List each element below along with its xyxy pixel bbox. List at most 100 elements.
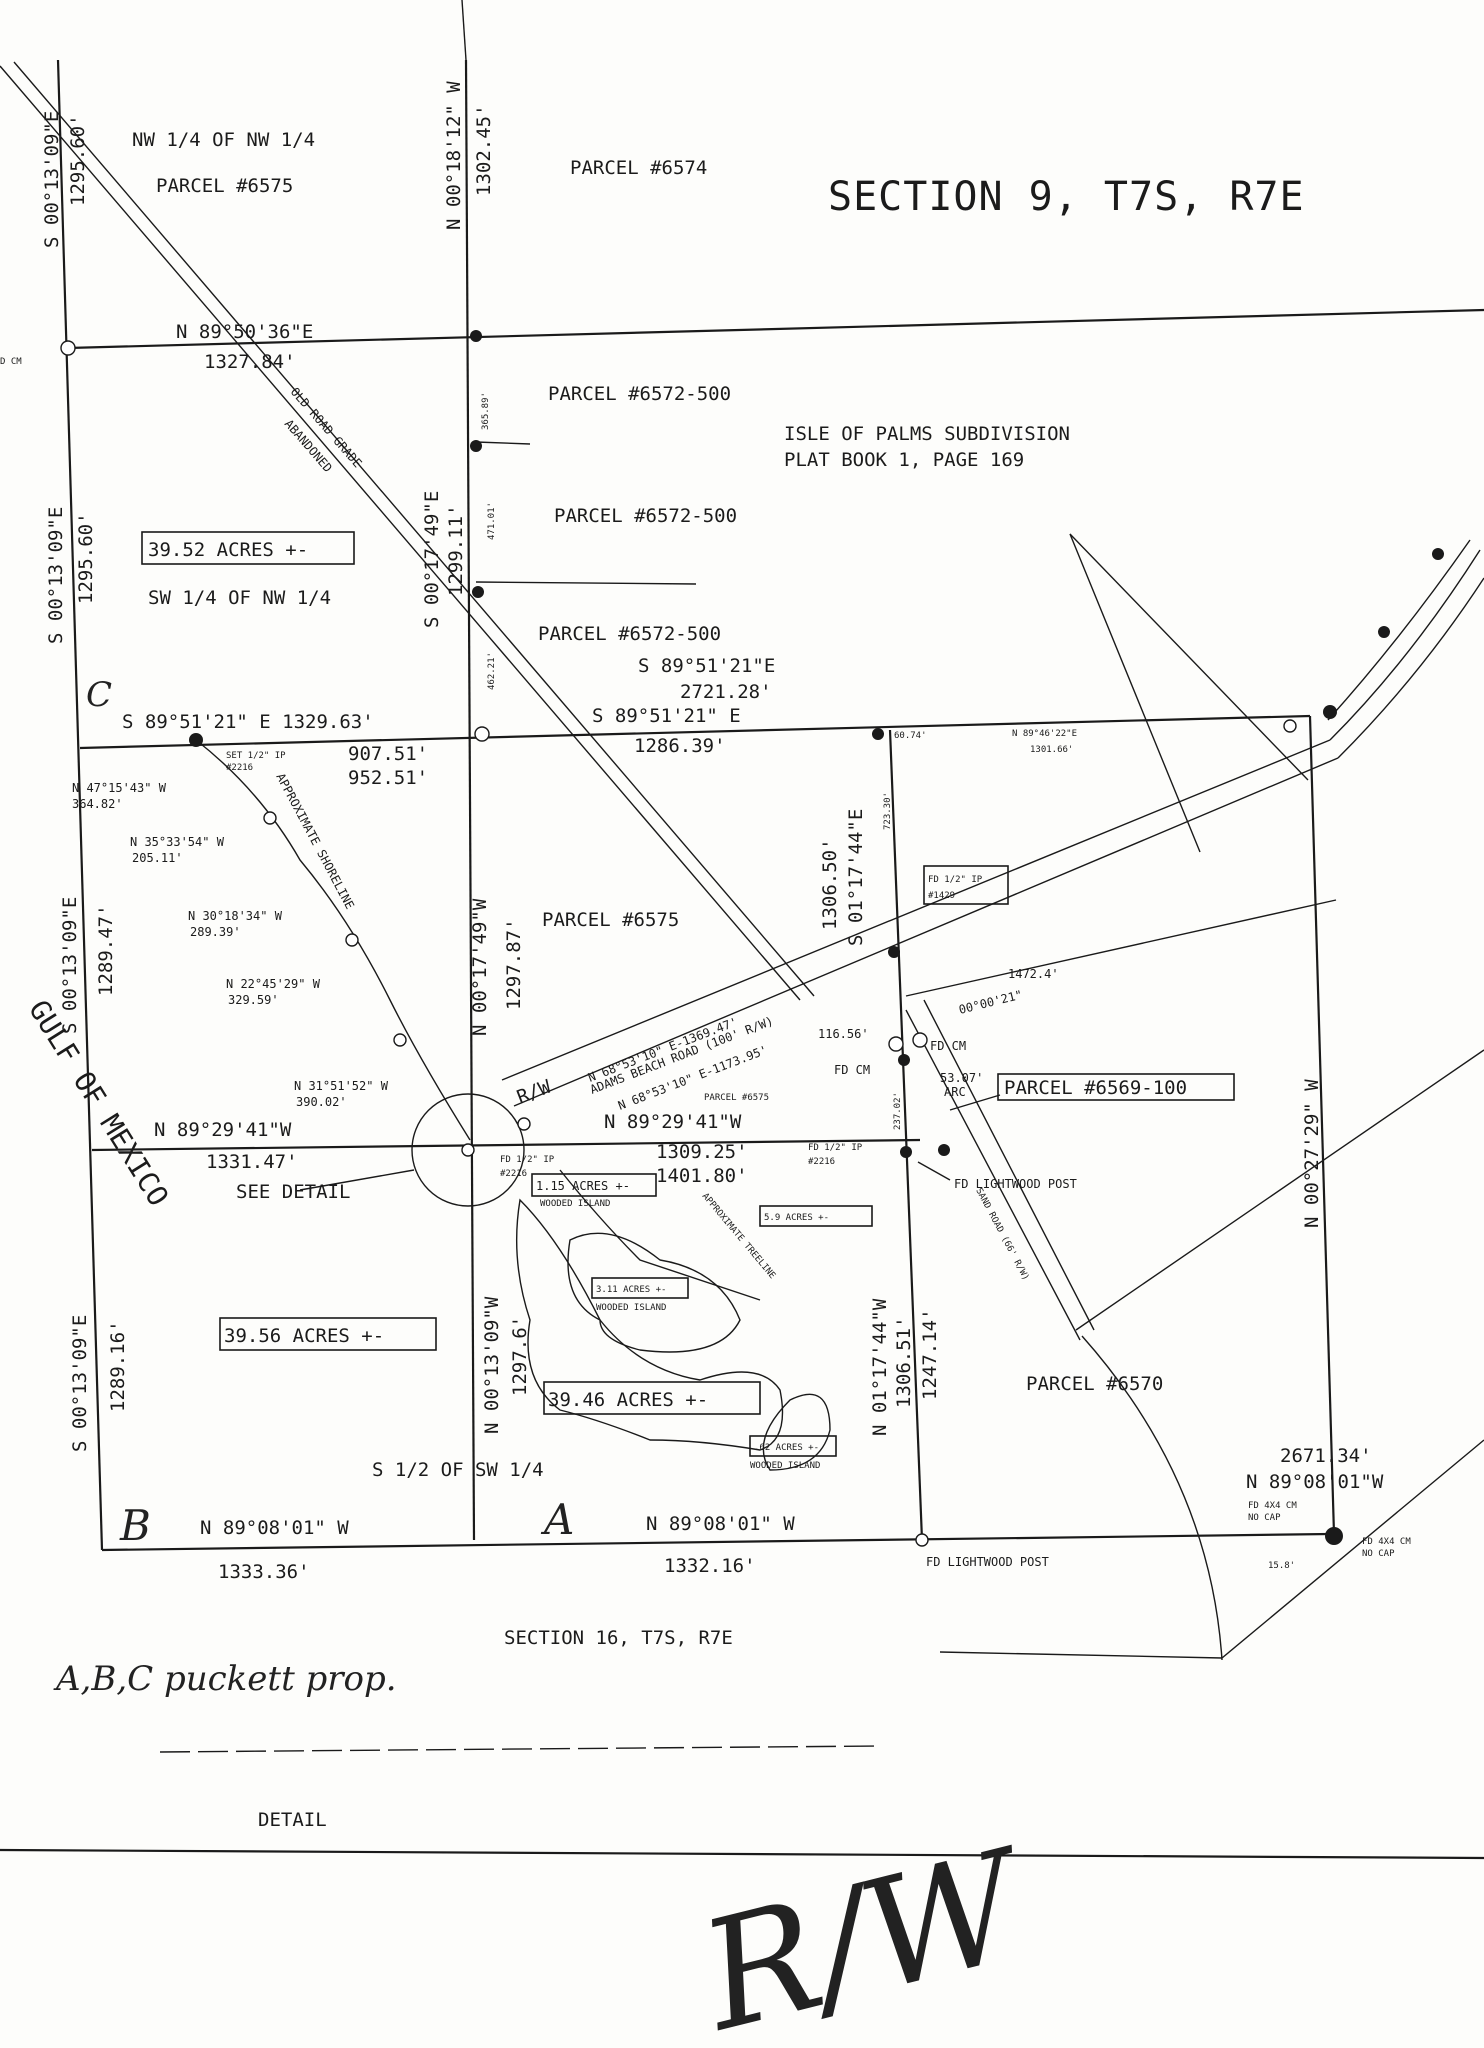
sand-road-south-edge xyxy=(1221,1439,1484,1659)
parcel-6572-b: PARCEL #6572-500 xyxy=(554,505,737,527)
parcel-6574: PARCEL #6574 xyxy=(570,157,707,179)
distance-907: 907.51' xyxy=(348,743,428,765)
monument-ne-3 xyxy=(1378,626,1390,638)
bearing-7-dist: 1286.39' xyxy=(634,735,726,757)
bearing-7: S 89°51'21" E xyxy=(592,705,741,727)
north-sixteenth-line xyxy=(67,308,1484,350)
bearing-16-dist: 1289.47' xyxy=(95,904,117,996)
adams-road-curve-3 xyxy=(1327,539,1471,721)
see-detail-leader xyxy=(299,1169,415,1191)
monument-label-fd-cm-1: FD CM xyxy=(834,1063,870,1077)
bearing-2: N 00°18'12" W xyxy=(443,81,465,230)
monument-label-fd-ip-2-no: #2216 xyxy=(500,1169,527,1179)
parcel-6575-mid: PARCEL #6575 xyxy=(542,909,679,931)
bearing-1: S 00°13'09"E xyxy=(41,111,63,248)
adams-beach-road xyxy=(501,539,1484,1107)
corner-letter-a: A xyxy=(540,1495,574,1544)
monument-label-lightwood-2: FD LIGHTWOOD POST xyxy=(926,1555,1049,1569)
acreage-labels: 39.52 ACRES +- 39.56 ACRES +- 39.46 ACRE… xyxy=(148,539,829,1471)
wooded-island-small xyxy=(762,1393,831,1471)
gulf-label: GULF OF MEXICO xyxy=(22,994,175,1212)
adams-road-edge-1 xyxy=(501,739,1331,1081)
bearing-9: N 89°46'22"E xyxy=(1012,729,1077,739)
bearing-8-dist: 2721.28' xyxy=(680,681,772,703)
old-road-grade xyxy=(0,61,815,1001)
monument-label-set-ip: SET 1/2" IP xyxy=(226,751,286,761)
east-parcel-line xyxy=(888,729,924,1541)
bearing-10: S 01°17'44"E xyxy=(845,809,867,946)
section-south-label: SECTION 16, T7S, R7E xyxy=(504,1627,733,1649)
acreage-box-3 xyxy=(543,1381,761,1415)
quarter-line-north xyxy=(464,59,476,1541)
treeline-path xyxy=(559,1169,761,1301)
isle-of-palms-line1: ISLE OF PALMS SUBDIVISION xyxy=(784,423,1070,445)
see-detail-label: SEE DETAIL xyxy=(236,1181,350,1203)
shore-call-5: N 31°51'52" W xyxy=(294,1079,389,1093)
monument-label-fd-ip-3: FD 1/2" IP xyxy=(808,1143,863,1153)
bearing-17-dist: 1289.16' xyxy=(107,1320,129,1412)
monument-cm xyxy=(912,1032,928,1048)
sand-road-curve xyxy=(1081,1335,1223,1661)
bearing-19-dist: 1306.51' xyxy=(893,1316,915,1408)
monument-road-4 xyxy=(900,1146,912,1158)
parcel-6575-small: PARCEL #6575 xyxy=(704,1093,769,1103)
parcel-6572-a: PARCEL #6572-500 xyxy=(548,383,731,405)
bearing-20: N 00°27'29" W xyxy=(1301,1079,1323,1228)
old-road-line-2 xyxy=(13,61,815,997)
parcel-6575-top: PARCEL #6575 xyxy=(156,175,293,197)
monument-q-3 xyxy=(472,586,484,598)
distance-723: 723.30' xyxy=(883,792,893,830)
sand-road xyxy=(905,533,1484,1661)
island-label-2: WOODED ISLAND xyxy=(596,1303,666,1313)
acreage-box-1 xyxy=(141,531,355,565)
bearing-2-dist: 1302.45' xyxy=(473,104,495,196)
rw-label: R/W xyxy=(514,1076,554,1109)
monument-ne-1 xyxy=(1283,719,1297,733)
monument-shore-3 xyxy=(345,933,359,947)
monument-detail xyxy=(461,1143,475,1157)
bearing-labels: S 00°13'09"E 1295.60' N 00°18'12" W 1302… xyxy=(41,81,1384,1583)
bearing-22-dist: 1332.16' xyxy=(664,1555,756,1577)
bearing-5-dist: 1299.11' xyxy=(445,504,467,596)
south-sixteenth-line xyxy=(91,1138,921,1152)
triangle-west xyxy=(1069,533,1201,853)
parcel-6570-line xyxy=(1075,1049,1484,1331)
distance-365: 365.89' xyxy=(481,392,491,430)
shoreline-path xyxy=(195,739,471,1141)
distance-237: 237.02' xyxy=(893,1092,903,1130)
corner-letter-c: C xyxy=(86,675,112,715)
sand-road-edge-2 xyxy=(923,999,1095,1331)
monument-label-fd-ip: FD 1/2" IP xyxy=(928,875,983,885)
isle-of-palms-line2: PLAT BOOK 1, PAGE 169 xyxy=(784,449,1024,471)
acreage-box-6 xyxy=(591,1277,689,1299)
shore-call-1: N 47°15'43" W xyxy=(72,781,167,795)
monument-ne-4 xyxy=(1432,548,1444,560)
sand-road-south-tie xyxy=(939,1651,1223,1659)
monument-road-1 xyxy=(888,946,900,958)
monument-label-fd-ip-no: #1429 xyxy=(928,891,955,901)
south-section-line xyxy=(101,1532,1331,1552)
acreage-box-4 xyxy=(531,1173,657,1197)
bearing-3: N 89°50'36"E xyxy=(176,321,313,343)
monument-shore-4 xyxy=(393,1033,407,1047)
distance-462: 462.21' xyxy=(487,652,497,690)
monuments xyxy=(60,330,1444,1547)
bearing-21-dist: 1333.36' xyxy=(218,1561,310,1583)
acreage-box-7 xyxy=(749,1435,837,1457)
distance-1472: 1472.4' xyxy=(1008,967,1059,981)
bearing-19: N 01°17'44"W xyxy=(869,1298,891,1436)
bearing-23: N 89°08'01"W xyxy=(1246,1471,1384,1493)
monument-road-2 xyxy=(888,1036,904,1052)
section-title: SECTION 9, T7S, R7E xyxy=(828,174,1305,220)
monument-road-3 xyxy=(898,1054,910,1066)
monument-labels: SET 1/2" IP #2216 FD 1/2" IP #1429 FD CM… xyxy=(0,357,1411,1569)
shoreline-label: APPROXIMATE SHORELINE xyxy=(273,771,357,912)
island-label-3: WOODED ISLAND xyxy=(750,1461,820,1471)
acreage-7: .62 ACRES +- xyxy=(754,1443,819,1453)
bearing-4-dist: 1295.60' xyxy=(75,512,97,604)
monument-label-lightwood-1: FD LIGHTWOOD POST xyxy=(954,1177,1077,1191)
shore-call-2: N 35°33'54" W xyxy=(130,835,225,849)
bearing-17: S 00°13'09"E xyxy=(69,1315,91,1452)
distance-116: 116.56' xyxy=(818,1027,869,1041)
